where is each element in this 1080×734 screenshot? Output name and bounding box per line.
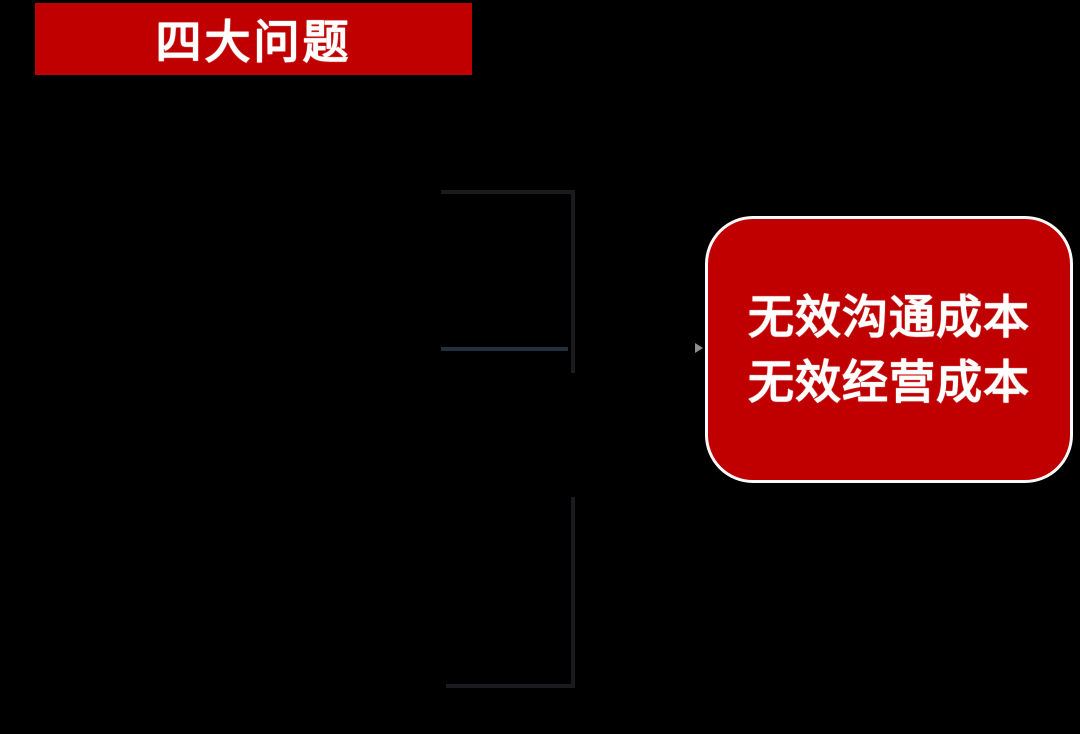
title-banner-label: 四大问题	[155, 16, 352, 68]
bracket-bottom-horizontal-line	[446, 684, 575, 688]
cost-callout-line-2: 无效经营成本	[748, 355, 1030, 408]
bracket-upper-vertical-line	[571, 190, 575, 373]
arrow-tip-icon	[695, 343, 703, 353]
cost-callout-line-1: 无效沟通成本	[748, 291, 1030, 344]
cost-callout-box: 无效沟通成本 无效经营成本	[705, 216, 1073, 483]
bracket-middle-divider-line	[441, 347, 568, 351]
bracket-lower-vertical-line	[571, 497, 575, 688]
title-banner: 四大问题	[35, 3, 472, 75]
bracket-top-horizontal-line	[441, 190, 575, 194]
